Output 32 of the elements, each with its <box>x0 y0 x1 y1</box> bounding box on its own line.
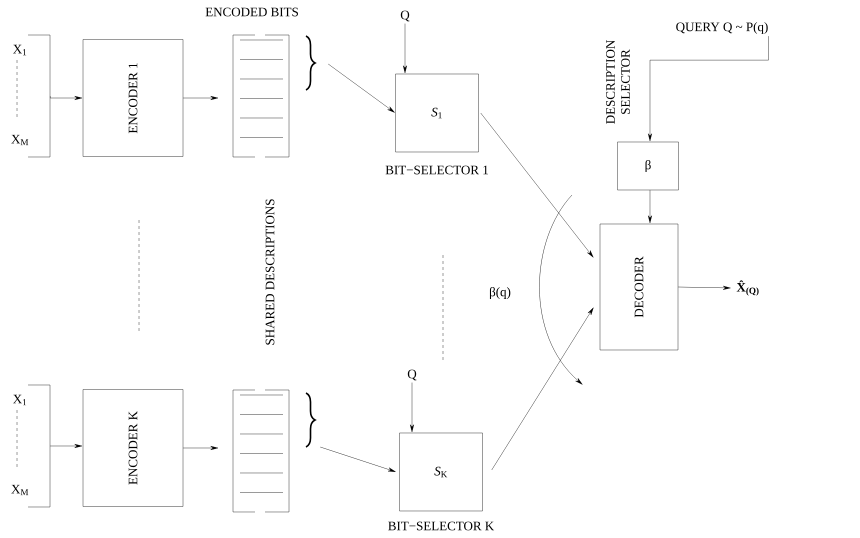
arrow <box>402 23 408 74</box>
output-label: X̂$_{(Q)}$ <box>736 280 759 296</box>
arrow <box>410 382 414 432</box>
arrow <box>50 96 82 100</box>
query-label: QUERY Q ~ P(q) <box>676 22 768 34</box>
bit-buffer <box>232 390 290 512</box>
selector-box: β <box>617 142 679 190</box>
arrow <box>492 308 594 470</box>
encoder-box: ENCODER K <box>82 389 184 507</box>
node-label: BIT−SELECTOR K <box>388 522 494 530</box>
text-label: SHARED DESCRIPTIONS <box>266 199 274 345</box>
text-label: β(q) <box>490 287 510 299</box>
node-label: DESCRIPTION SELECTOR <box>606 40 630 124</box>
arrow <box>50 444 82 448</box>
input-bracket: X$_{1}$ X$_{M}$ <box>11 34 50 158</box>
arrow <box>648 190 652 224</box>
bit-selector-box: S$_{1}$ <box>395 74 479 152</box>
bit-buffer: ENCODED BITS <box>206 8 298 158</box>
arrow <box>183 446 218 450</box>
query-label: Q <box>408 370 416 380</box>
encoder-box: ENCODER 1 <box>82 39 184 157</box>
bit-selector-box: S$_{K}$ <box>399 432 483 512</box>
arrow <box>648 36 769 142</box>
arrow <box>183 96 218 100</box>
arrow <box>480 112 594 258</box>
query-label: Q <box>400 10 410 22</box>
arrow <box>328 64 395 113</box>
arrow <box>678 286 731 290</box>
node-label: BIT−SELECTOR 1 <box>386 166 488 174</box>
arrow <box>320 446 396 472</box>
input-bracket: X$_{1}$ X$_{M}$ <box>11 384 50 508</box>
decoder-box: DECODER <box>600 224 678 350</box>
